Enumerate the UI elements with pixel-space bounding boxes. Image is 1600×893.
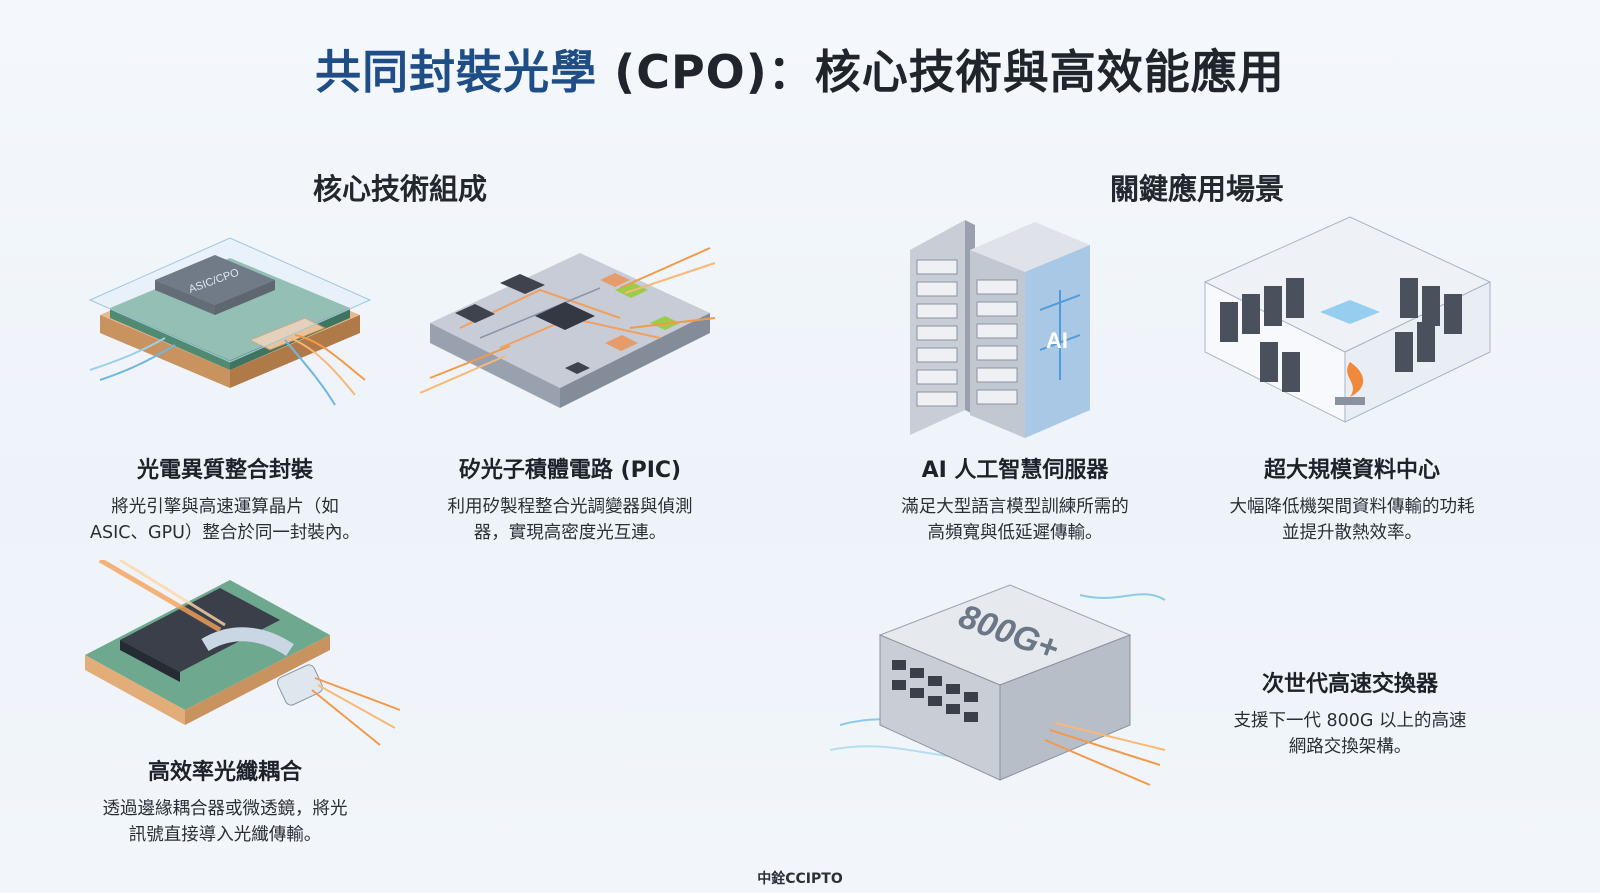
app-card-desc: 滿足大型語言模型訓練所需的 高頻寬與低延遲傳輸。	[845, 494, 1185, 546]
core-card-desc-line: 訊號直接導入光纖傳輸。	[128, 825, 322, 845]
footer-credit: 中銓CCIPTO	[757, 871, 843, 887]
core-card-packaging: 光電異質整合封裝 將光引擎與高速運算晶片（如 ASIC、GPU）整合於同一封裝內…	[55, 452, 395, 546]
server-ai-label: AI	[1046, 328, 1068, 353]
core-card-pic: 矽光子積體電路 (PIC) 利用矽製程整合光調變器與偵測 器，實現高密度光互連。	[400, 452, 740, 546]
core-card-fiber: 高效率光纖耦合 透過邊緣耦合器或微透鏡，將光 訊號直接導入光纖傳輸。	[55, 754, 395, 848]
app-card-desc-line: 支援下一代 800G 以上的高速	[1233, 711, 1467, 731]
core-card-desc: 利用矽製程整合光調變器與偵測 器，實現高密度光互連。	[400, 494, 740, 546]
core-card-desc: 透過邊緣耦合器或微透鏡，將光 訊號直接導入光纖傳輸。	[55, 796, 395, 848]
core-card-desc: 將光引擎與高速運算晶片（如 ASIC、GPU）整合於同一封裝內。	[55, 494, 395, 546]
app-card-desc-line: 滿足大型語言模型訓練所需的	[901, 497, 1129, 517]
core-card-title: 光電異質整合封裝	[136, 458, 313, 483]
app-card-desc: 支援下一代 800G 以上的高速 網路交換架構。	[1180, 708, 1520, 760]
switch-illustration: 800G+	[830, 584, 1166, 786]
pic-illustration	[420, 247, 716, 408]
datacenter-illustration	[1203, 216, 1492, 423]
app-card-desc-line: 大幅降低機架間資料傳輸的功耗	[1229, 497, 1475, 517]
title-highlight: 共同封裝光學	[315, 45, 598, 99]
app-card-title: AI 人工智慧伺服器	[921, 458, 1109, 483]
section-title-core: 核心技術組成	[312, 172, 487, 206]
app-card-title: 超大規模資料中心	[1263, 458, 1440, 483]
app-card-desc-line: 並提升散熱效率。	[1282, 523, 1422, 543]
app-card-ai-server: AI 人工智慧伺服器 滿足大型語言模型訓練所需的 高頻寬與低延遲傳輸。	[845, 452, 1185, 546]
core-card-desc-line: ASIC、GPU）整合於同一封裝內。	[90, 523, 360, 543]
core-card-desc-line: 利用矽製程整合光調變器與偵測	[447, 497, 693, 517]
app-card-desc-line: 網路交換架構。	[1288, 737, 1412, 757]
app-card-datacenter: 超大規模資料中心 大幅降低機架間資料傳輸的功耗 並提升散熱效率。	[1182, 452, 1522, 546]
ai-server-illustration: AI	[910, 220, 1090, 438]
fiber-coupling-illustration	[85, 560, 401, 746]
core-card-title: 矽光子積體電路 (PIC)	[458, 458, 682, 483]
section-title-apps: 關鍵應用場景	[1109, 172, 1284, 206]
core-card-desc-line: 將光引擎與高速運算晶片（如	[111, 497, 339, 517]
title-rest: (CPO)：核心技術與高效能應用	[597, 45, 1285, 99]
app-card-title: 次世代高速交換器	[1261, 672, 1438, 697]
core-card-desc-line: 器，實現高密度光互連。	[473, 523, 667, 543]
app-card-desc-line: 高頻寬與低延遲傳輸。	[927, 523, 1103, 543]
app-card-desc: 大幅降低機架間資料傳輸的功耗 並提升散熱效率。	[1182, 494, 1522, 546]
page-title: 共同封裝光學 (CPO)：核心技術與高效能應用	[0, 36, 1600, 102]
packaging-illustration: ASIC/CPO	[88, 237, 372, 406]
core-card-desc-line: 透過邊緣耦合器或微透鏡，將光	[102, 799, 348, 819]
app-card-switch: 次世代高速交換器 支援下一代 800G 以上的高速 網路交換架構。	[1180, 666, 1520, 760]
core-card-title: 高效率光纖耦合	[147, 760, 302, 785]
